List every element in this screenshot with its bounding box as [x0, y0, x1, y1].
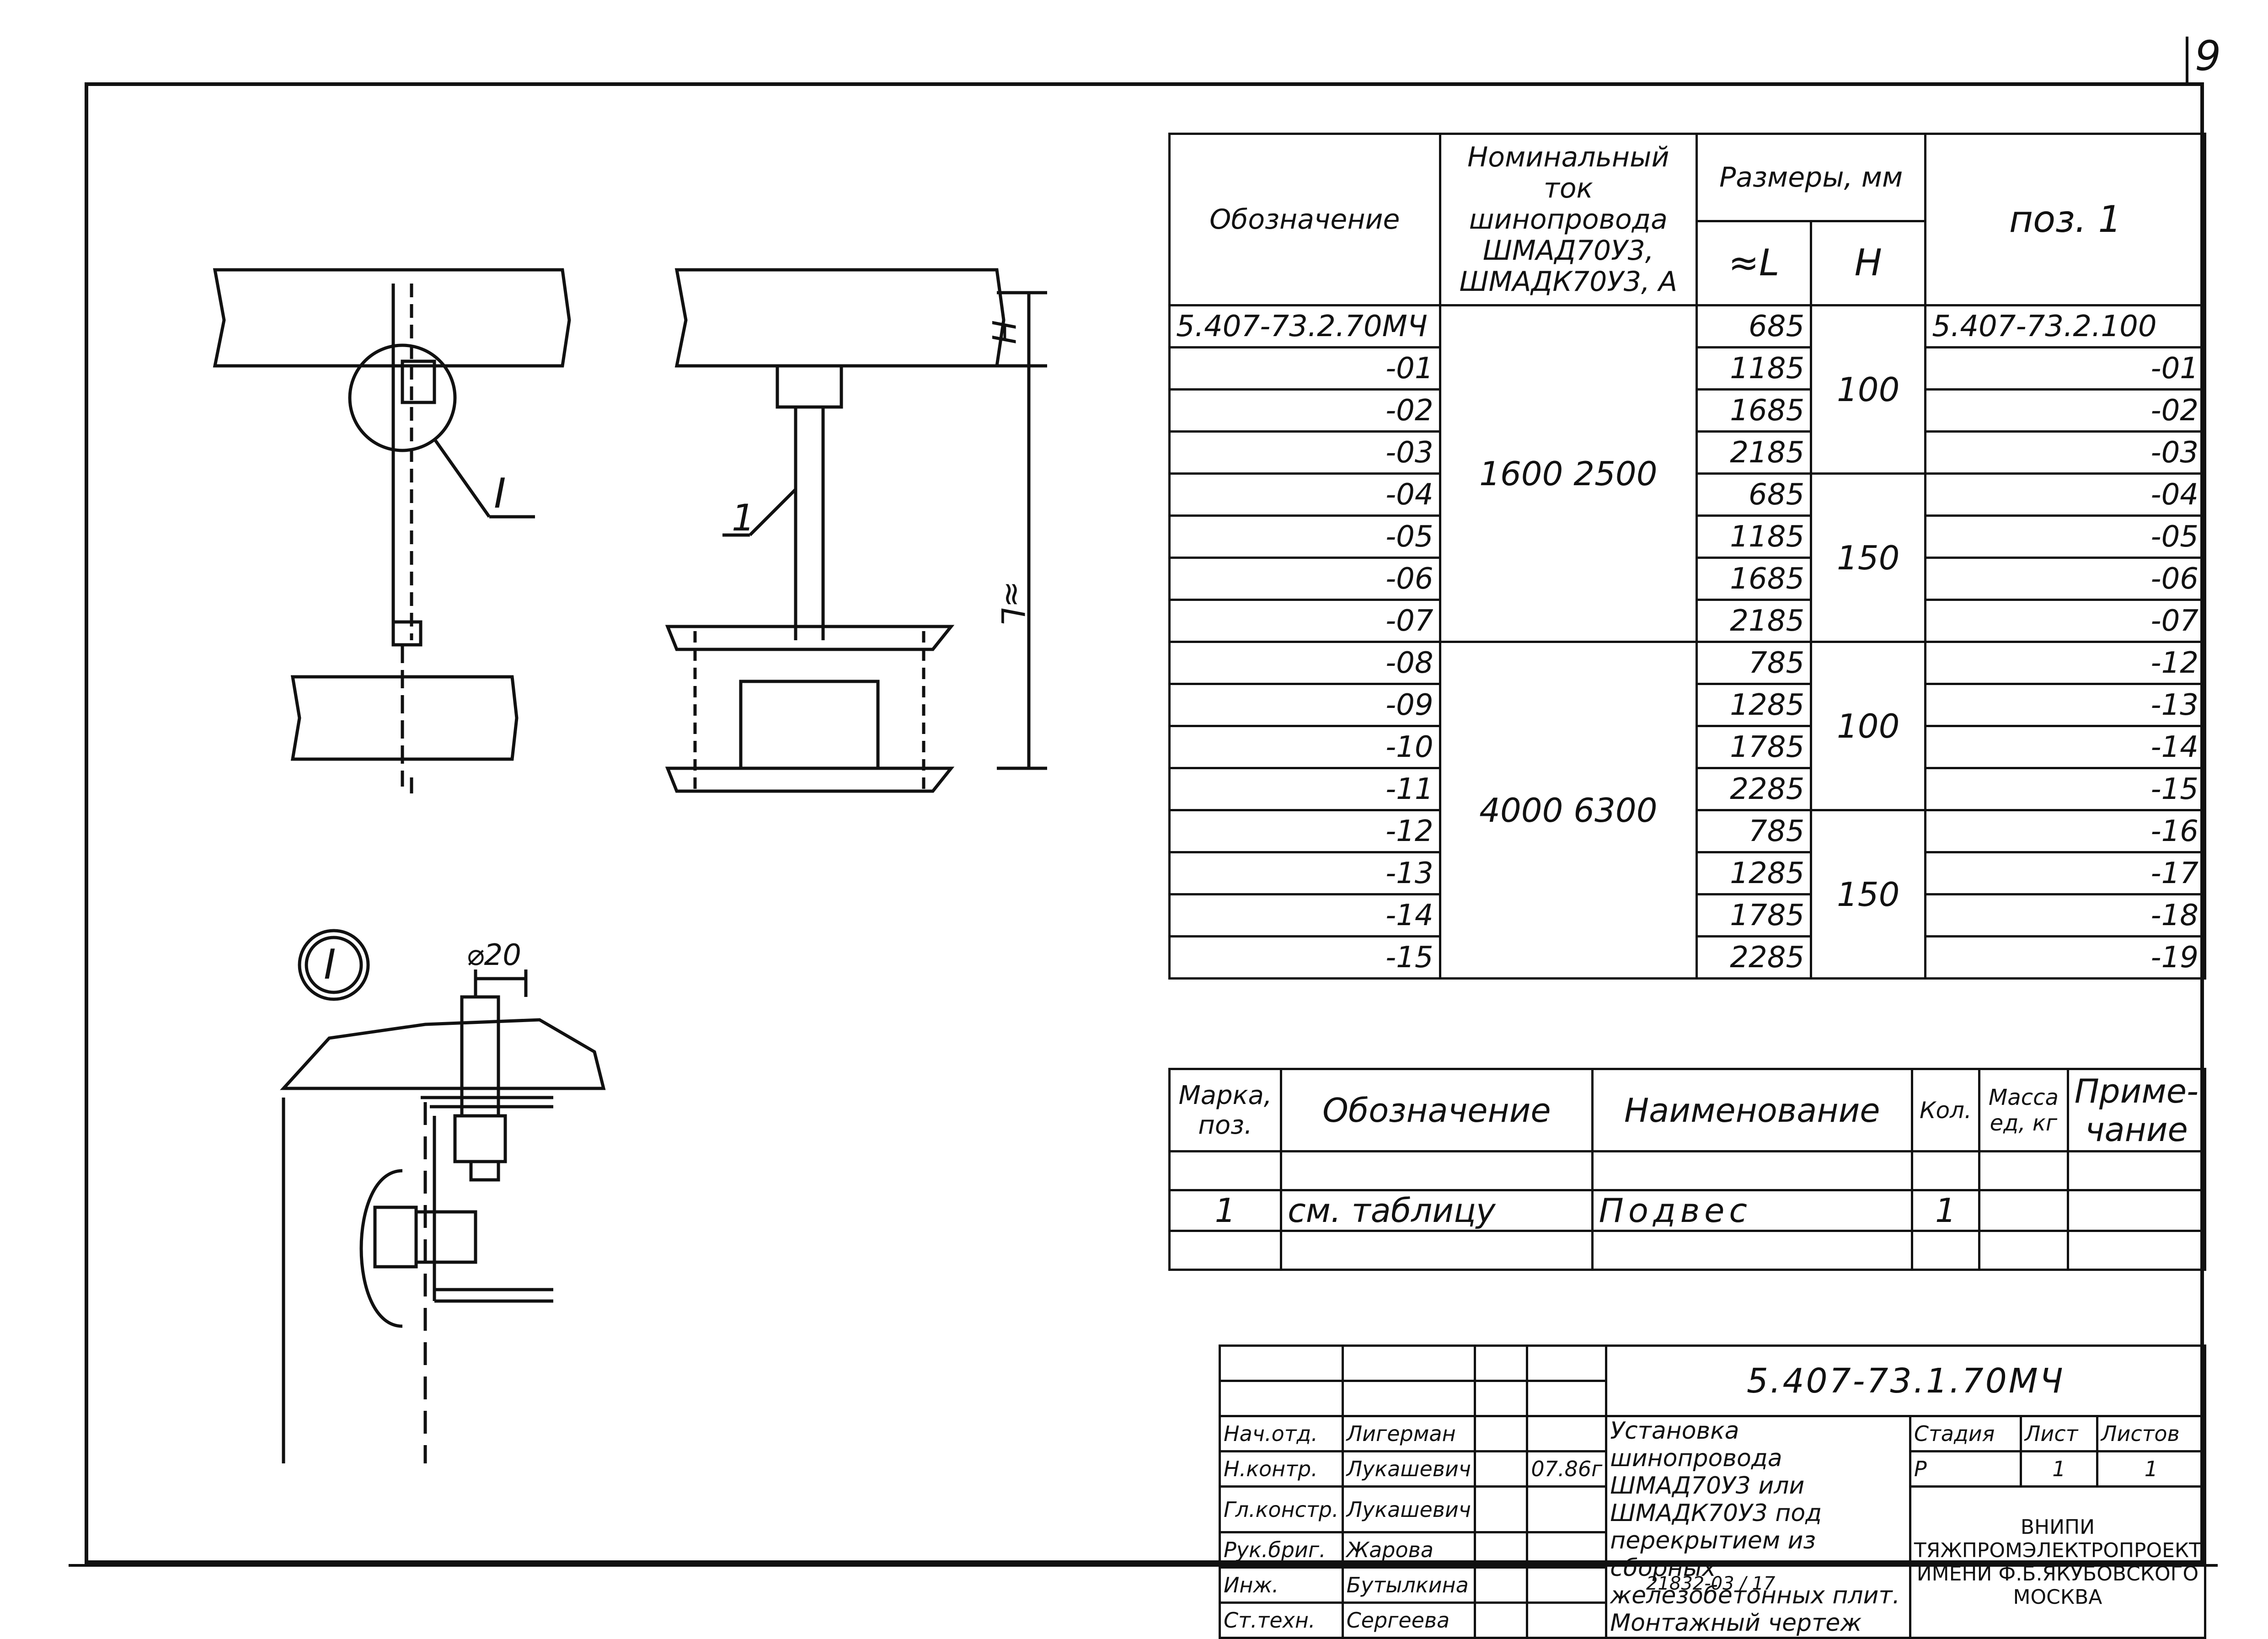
h-group-3: 100: [1810, 641, 1927, 811]
doc-code: 5.407-73.1.70МЧ: [1605, 1344, 2206, 1417]
table-row: 5.407-73.2.70МЧ 1600 2500 685 100 5.407-…: [1168, 304, 2206, 643]
spec-table: Обозначение Номинальный ток шинопровода …: [1168, 133, 2206, 980]
col-dimensions: Размеры, мм: [1696, 133, 1927, 222]
dim-H-label: H: [984, 320, 1022, 344]
sheet-tick: [2186, 37, 2188, 82]
table-row: 1 см. таблицу Подвес 1: [1168, 1189, 2207, 1232]
col-qty: Кол.: [1910, 1068, 1980, 1152]
col-pos: поз. 1: [1924, 133, 2206, 306]
organization: ВНИПИ ТЯЖПРОМЭЛЕКТРОПРОЕКТ ИМЕНИ Ф.Б.ЯКУ…: [1909, 1485, 2207, 1639]
current-group-2: 4000 6300: [1439, 641, 1698, 980]
busbar-left: [290, 675, 519, 761]
col-current: Номинальный ток шинопровода ШМАД70У3, ШМ…: [1439, 133, 1698, 306]
dim-L-label: ≈L: [994, 581, 1031, 626]
h-group-1: 100: [1810, 304, 1927, 475]
ceiling-slab-right: [674, 268, 1006, 368]
archive-number: 21832-03 / 17: [1646, 1573, 1776, 1594]
h-group-4: 150: [1810, 809, 1927, 980]
col-L: ≈L: [1696, 220, 1813, 306]
col-H: H: [1810, 220, 1927, 306]
col-designation: Обозначение: [1280, 1068, 1594, 1152]
current-group-1: 1600 2500: [1439, 304, 1698, 643]
col-note: Приме-чание: [2066, 1068, 2207, 1152]
diameter-label: ⌀20: [466, 938, 521, 972]
detail-I-marker: [298, 929, 370, 1001]
drawing-title: Установка шинопровода ШМАД70У3 или ШМАДК…: [1605, 1415, 1911, 1639]
detail-slab: [280, 1018, 606, 1090]
detail-clamp: [359, 1169, 403, 1328]
busbar-right: [739, 680, 880, 770]
col-name: Наименование: [1591, 1068, 1913, 1152]
bracket-top: [665, 625, 955, 651]
col-mass: Масса ед, кг: [1978, 1068, 2069, 1152]
bottom-border-line: [69, 1564, 2218, 1567]
label-I-leader: I: [494, 470, 506, 518]
detail-I-label: I: [324, 941, 336, 989]
col-mark: Марка, поз.: [1168, 1068, 1283, 1152]
ceiling-slab-left: [213, 268, 571, 368]
detail-circle: [348, 343, 457, 452]
bracket-bottom: [665, 766, 955, 793]
h-group-2: 150: [1810, 472, 1927, 643]
label-pos-1: 1: [732, 497, 755, 539]
col-designation: Обозначение: [1168, 133, 1441, 306]
title-block: 5.407-73.1.70МЧ Нач.отд.Лигерман Установ…: [1219, 1344, 2207, 1639]
sheet-number: 9: [2195, 32, 2221, 80]
parts-table: Марка, поз. Обозначение Наименование Кол…: [1168, 1068, 2207, 1271]
